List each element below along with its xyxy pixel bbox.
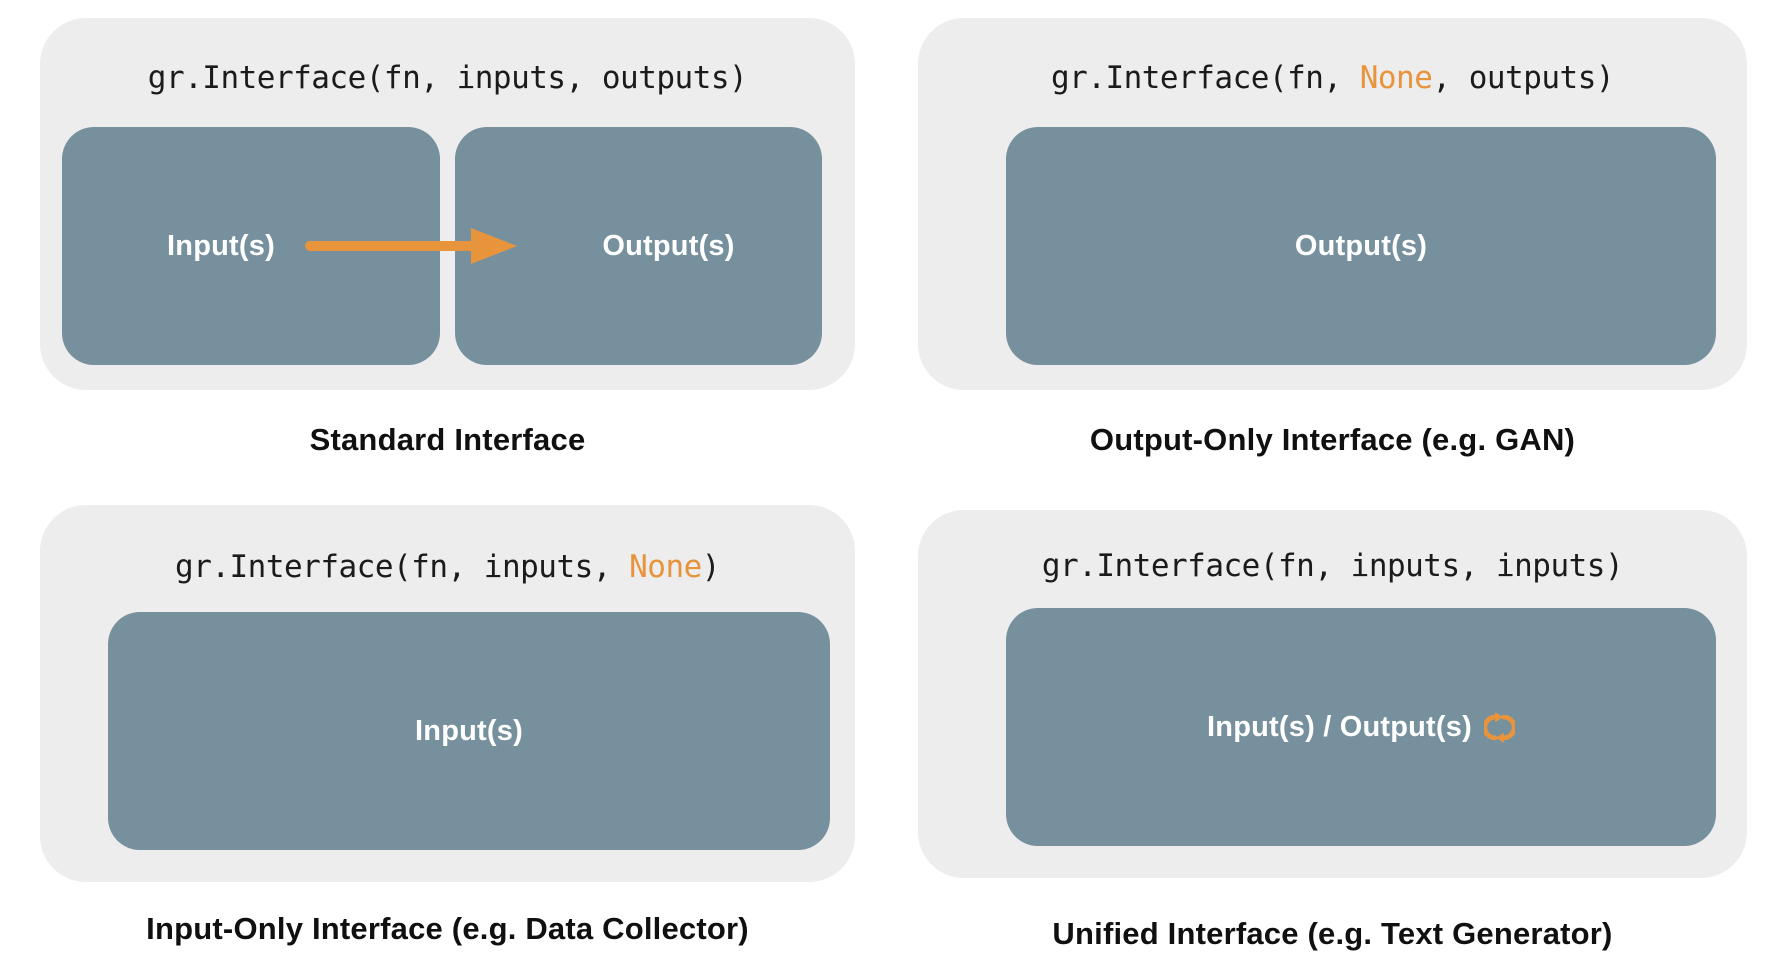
code-line: gr.Interface(fn, inputs, inputs): [918, 548, 1747, 584]
code-text: ): [701, 549, 721, 585]
code-line: gr.Interface(fn, None, outputs): [918, 60, 1747, 96]
input-box-label: Input(s): [167, 229, 275, 262]
code-line: gr.Interface(fn, inputs, outputs): [40, 60, 855, 96]
code-accent-none: None: [629, 549, 702, 585]
panel-input-only-interface: gr.Interface(fn, inputs, None) Input(s): [40, 505, 855, 882]
code-accent-none: None: [1359, 60, 1433, 96]
caption-standard-interface: Standard Interface: [309, 422, 586, 457]
arrow-shaft: [305, 241, 475, 251]
output-box-label: Output(s): [602, 229, 735, 262]
code-text: gr.Interface(fn,: [1050, 60, 1360, 96]
panel-standard-interface: gr.Interface(fn, inputs, outputs) Input(…: [40, 18, 855, 390]
panel-output-only-interface: gr.Interface(fn, None, outputs) Output(s…: [918, 18, 1747, 390]
code-text: gr.Interface(fn, inputs, outputs): [147, 60, 748, 96]
caption-unified-interface: Unified Interface (e.g. Text Generator): [1052, 916, 1613, 951]
arrow-right-icon: [305, 228, 517, 264]
code-text: gr.Interface(fn, inputs,: [175, 549, 630, 585]
input-box-label: Input(s): [415, 714, 523, 747]
panel-unified-interface: gr.Interface(fn, inputs, inputs) Input(s…: [918, 510, 1747, 878]
code-text: , outputs): [1432, 60, 1615, 96]
input-box: Input(s): [108, 612, 830, 850]
sync-icon: [1483, 711, 1515, 743]
io-box-label-text: Input(s) / Output(s): [1207, 710, 1472, 743]
caption-output-only-interface: Output-Only Interface (e.g. GAN): [1089, 422, 1576, 457]
arrow-head: [471, 228, 517, 264]
output-box-label: Output(s): [1294, 229, 1428, 262]
caption-input-only-interface: Input-Only Interface (e.g. Data Collecto…: [146, 911, 749, 946]
io-box-label: Input(s) / Output(s): [1207, 711, 1515, 744]
code-text: gr.Interface(fn, inputs, inputs): [1041, 548, 1624, 584]
output-box: Output(s): [1006, 127, 1716, 365]
code-line: gr.Interface(fn, inputs, None): [40, 549, 855, 585]
io-box: Input(s) / Output(s): [1006, 608, 1716, 846]
